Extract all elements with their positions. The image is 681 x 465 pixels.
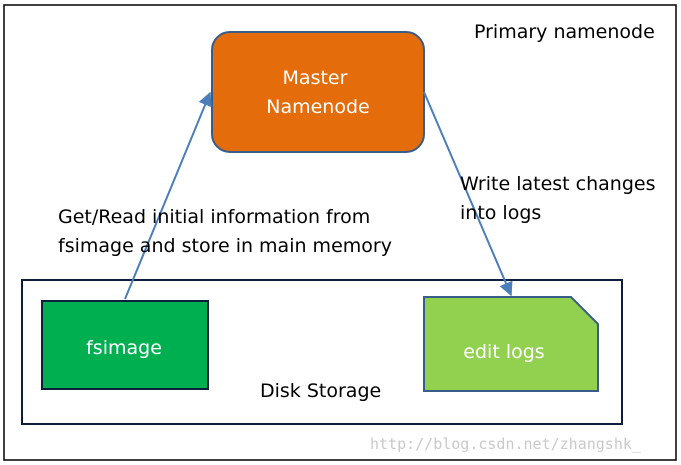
edit-logs-label: edit logs [463, 341, 544, 363]
write-edge-label-line2: into logs [460, 202, 541, 224]
master-namenode-node [211, 31, 425, 153]
fsimage-label: fsimage [86, 337, 162, 359]
read-edge-label-line1: Get/Read initial information from [58, 206, 370, 228]
fsimage-node [41, 300, 209, 390]
master-namenode-label-line1: Master [283, 67, 348, 89]
write-edge-label-line1: Write latest changes [460, 173, 655, 195]
watermark-text: http://blog.csdn.net/zhangshk_ [370, 435, 642, 453]
read-edge-label: Get/Read initial information from fsimag… [58, 206, 392, 257]
write-edge-label: Write latest changes into logs [460, 173, 662, 224]
disk-storage-label: Disk Storage [260, 380, 381, 402]
edit-logs-node [423, 296, 599, 392]
read-edge-label-line2: fsimage and store in main memory [58, 235, 392, 257]
master-namenode-label: Master Namenode [266, 67, 369, 118]
master-namenode-label-line2: Namenode [266, 96, 369, 118]
read-arrow [124, 91, 212, 300]
primary-namenode-title: Primary namenode [474, 21, 655, 43]
write-arrow [423, 91, 513, 297]
